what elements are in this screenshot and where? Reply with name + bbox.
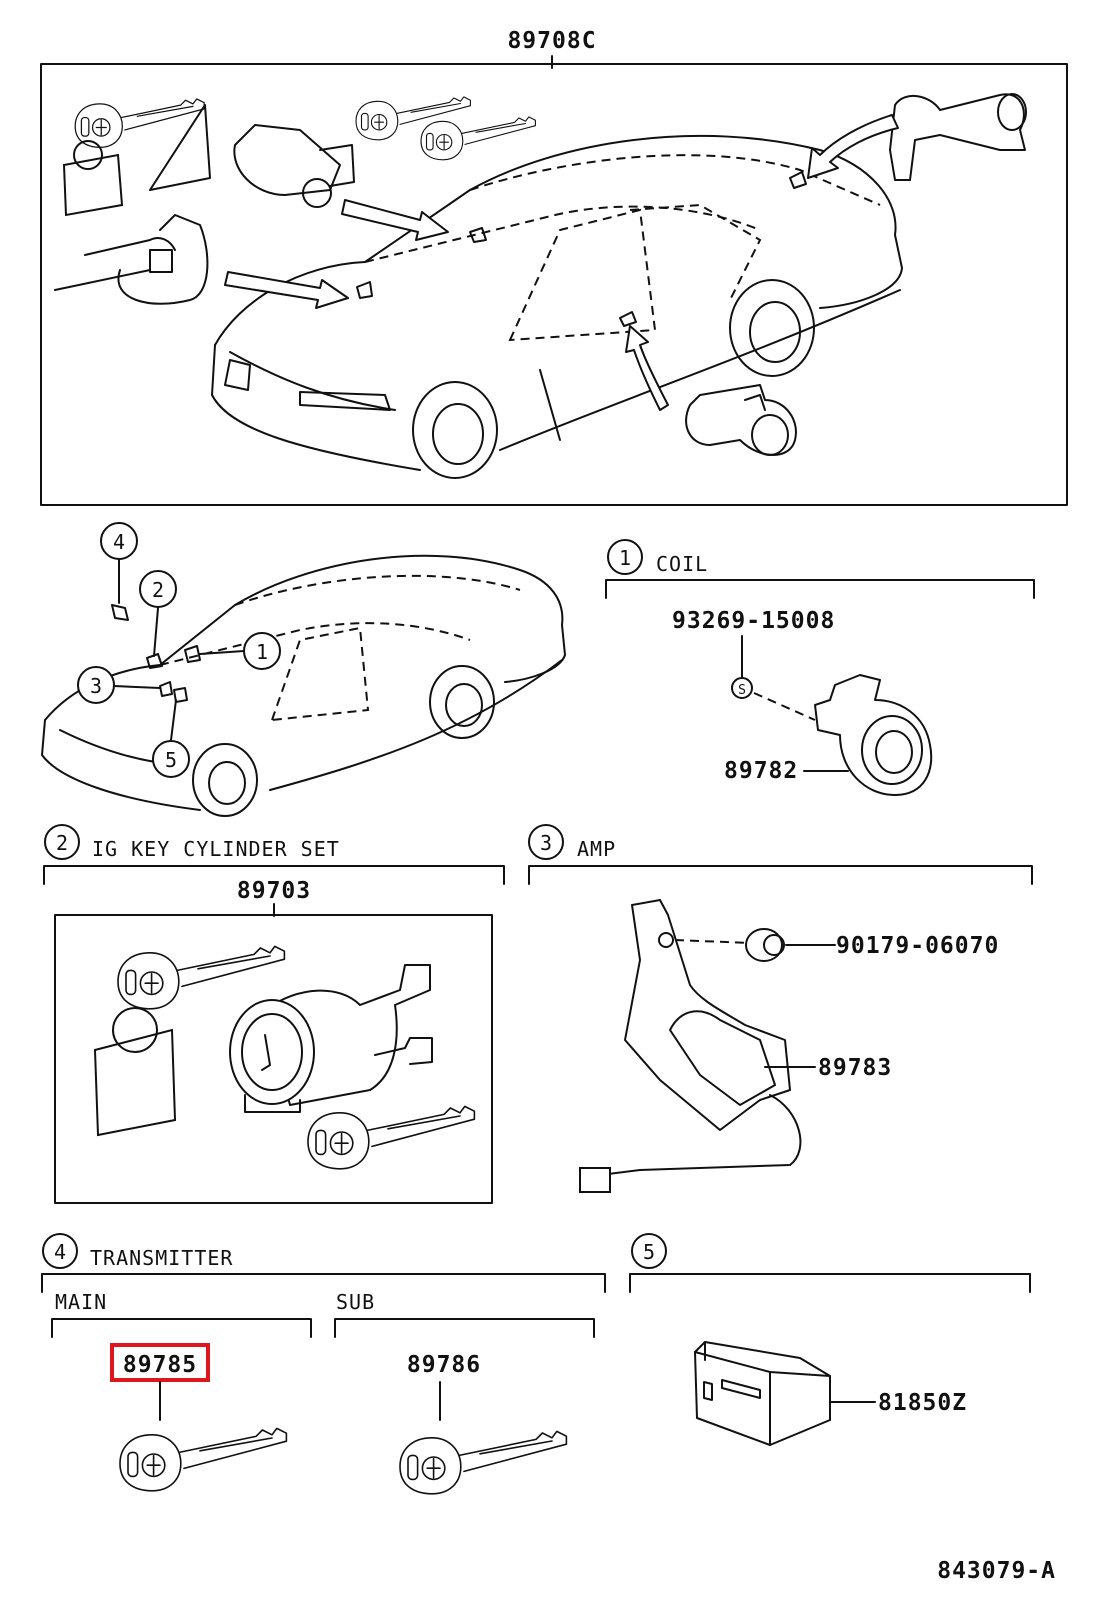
- main-assembly-part-number: 89708C: [507, 28, 596, 54]
- section-amp-bracket: [528, 865, 1033, 885]
- coil-part-number[interactable]: 89782: [724, 758, 798, 784]
- coil-screw-part-number[interactable]: 93269-15008: [672, 608, 835, 634]
- amp-bracket-part: [579, 899, 802, 1193]
- callout-3-label: 3: [90, 674, 102, 698]
- ig-cylinder: [229, 964, 433, 1113]
- section-ig-key: 2 IG KEY CYLINDER SET 89703: [43, 824, 505, 1204]
- section-amp-number: 3: [540, 831, 552, 855]
- section-amp-title: AMP: [577, 837, 616, 861]
- transmitter-main-key: [119, 1427, 288, 1492]
- coil-screw: [731, 677, 753, 699]
- callout-1-label: 1: [256, 640, 268, 664]
- ig-key-2: [307, 1105, 476, 1170]
- transmitter-main-bracket: [51, 1318, 312, 1338]
- section-transmitter: 4 TRANSMITTER MAIN SUB 89785 89786: [41, 1233, 606, 1495]
- transmitter-main-label: MAIN: [55, 1290, 107, 1314]
- amp-clip-part-number[interactable]: 90179-06070: [836, 933, 999, 959]
- section-transmitter-title: TRANSMITTER: [90, 1246, 233, 1270]
- section-amp: 3 AMP 90179-06070 89783: [528, 824, 1033, 1193]
- unit5-part-number[interactable]: 81850Z: [878, 1390, 967, 1416]
- section-coil-title: COIL: [656, 552, 708, 576]
- ig-key-tag: [93, 1028, 177, 1137]
- section-ig-key-number: 2: [56, 831, 68, 855]
- amp-clip: [745, 928, 785, 962]
- section-coil: 1 COIL 93269-15008 S 89782: [605, 539, 1035, 796]
- ig-key-set-frame: [54, 914, 493, 1204]
- main-keys-and-parts: [54, 93, 1027, 456]
- main-assembly-frame: [40, 63, 1068, 506]
- coil-part: [814, 674, 933, 796]
- callout-3[interactable]: 3: [77, 666, 161, 704]
- section-unit5-bracket: [629, 1273, 1031, 1293]
- section-coil-bracket: [605, 579, 1035, 599]
- section-unit5: 5 81850Z: [629, 1233, 1031, 1446]
- locator-car-illustration: [41, 554, 566, 817]
- amp-part-number[interactable]: 89783: [818, 1055, 892, 1081]
- callout-4-label: 4: [113, 530, 125, 554]
- ig-key-set-part-number[interactable]: 89703: [237, 878, 311, 904]
- callout-2-label: 2: [152, 578, 164, 602]
- coil-screw-symbol: S: [738, 683, 746, 698]
- callout-5[interactable]: 5: [152, 699, 190, 778]
- transmitter-sub-label: SUB: [336, 1290, 375, 1314]
- callout-1[interactable]: 1: [199, 632, 281, 670]
- main-assembly-arrows: [224, 114, 899, 411]
- diagram-id: 843079-A: [937, 1558, 1056, 1584]
- callout-4[interactable]: 4: [100, 522, 138, 604]
- section-ig-key-title: IG KEY CYLINDER SET: [92, 837, 340, 861]
- highlight-box: [110, 1343, 210, 1382]
- callout-5-label: 5: [165, 748, 177, 772]
- callout-2[interactable]: 2: [139, 570, 177, 657]
- ig-key-1: [117, 945, 286, 1010]
- section-unit5-number: 5: [643, 1240, 655, 1264]
- transmitter-sub-key: [399, 1430, 568, 1495]
- unit5-part: [694, 1341, 831, 1446]
- section-transmitter-bracket: [41, 1273, 606, 1293]
- section-coil-number: 1: [619, 546, 631, 570]
- section-transmitter-number: 4: [54, 1240, 66, 1264]
- transmitter-sub-bracket: [334, 1318, 595, 1338]
- section-ig-key-bracket: [43, 865, 505, 885]
- transmitter-main-part-number[interactable]: 89785: [123, 1352, 197, 1378]
- transmitter-sub-part-number[interactable]: 89786: [407, 1352, 481, 1378]
